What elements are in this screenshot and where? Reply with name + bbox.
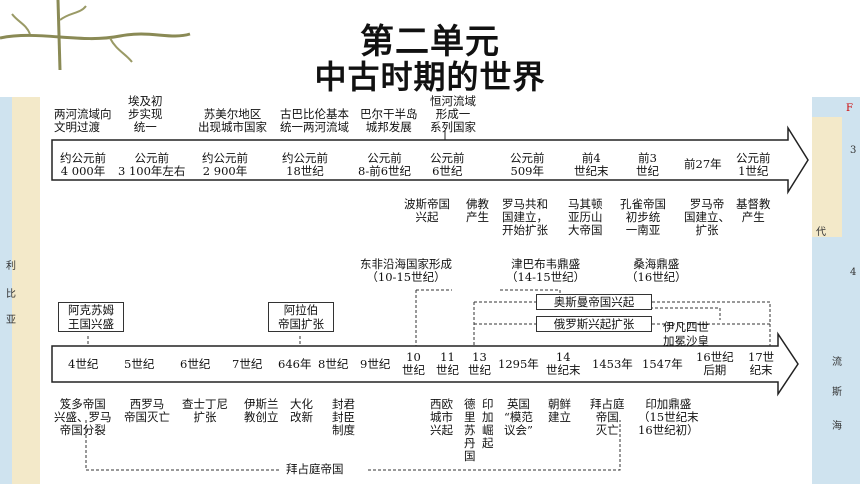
map-label: 海 [832, 421, 842, 432]
timeline1-arrow [51, 125, 809, 195]
event-label: 孔雀帝国初步统一南亚 [620, 197, 666, 237]
event-label: 封君封臣制度 [332, 397, 355, 437]
page-title: 第二单元 [360, 22, 500, 62]
map-label: 4 [850, 267, 857, 278]
timeline-tick: 5世纪 [124, 357, 155, 371]
event-label: 查士丁尼扩张 [182, 397, 228, 424]
decorative-vine-icon [0, 0, 191, 71]
timeline-tick: 16世纪后期 [696, 350, 734, 377]
event-label: 恒河流域形成一系列国家 [430, 94, 476, 134]
event-box-ottoman: 奥斯曼帝国兴起 [536, 294, 652, 310]
byzantine-span-label: 拜占庭帝国 [284, 462, 346, 476]
left-map-land [12, 97, 40, 484]
map-label: F [846, 103, 853, 114]
event-label: 伊斯兰教创立 [244, 397, 279, 424]
event-label: 英国“模范议会” [504, 397, 533, 437]
right-map-land [812, 117, 842, 237]
event-label: 大化改新 [290, 397, 313, 424]
event-label: 罗马共和国建立，开始扩张 [502, 197, 548, 237]
event-label: 巴尔干半岛城邦发展 [360, 107, 418, 134]
map-label: 亚 [6, 315, 16, 326]
event-label: 两河流域向文明过渡 [54, 107, 112, 134]
timeline-tick: 6世纪 [180, 357, 211, 371]
timeline-tick: 7世纪 [232, 357, 263, 371]
left-map-fragment: 利 比 亚 [0, 97, 40, 484]
page-subtitle: 中古时期的世界 [314, 58, 546, 96]
event-label: 苏美尔地区出现城市国家 [198, 107, 267, 134]
event-box-russia: 俄罗斯兴起扩张 [536, 316, 652, 332]
map-label: 3 [850, 145, 857, 156]
event-label: 德里苏丹国 [464, 397, 476, 463]
event-box-arab: 阿拉伯帝国扩张 [268, 302, 334, 332]
event-label: 波斯帝国兴起 [404, 197, 450, 224]
map-label: 斯 [832, 387, 842, 398]
timeline-tick: 4世纪 [68, 357, 99, 371]
map-label: 比 [6, 289, 16, 300]
event-label: 罗马帝国建立、扩张 [684, 197, 730, 237]
timeline-tick: 17世纪末 [748, 350, 775, 377]
map-label: 利 [6, 261, 16, 272]
event-label: 埃及初步实现统一 [128, 94, 163, 134]
timeline-tick: 1453年 [592, 357, 633, 371]
region-label: 津巴布韦鼎盛（14-15世纪） [506, 257, 586, 284]
map-label: 流 [832, 357, 842, 368]
timeline-tick: 1295年 [498, 357, 539, 371]
timeline-tick: 9世纪 [360, 357, 391, 371]
event-box-aksum: 阿克苏姆王国兴盛 [58, 302, 124, 332]
event-label-ivan: 伊凡四世加冕沙皇 [663, 320, 709, 348]
event-label: 基督教产生 [736, 197, 771, 224]
timeline-tick: 1547年 [642, 357, 683, 371]
event-label: 朝鲜建立 [548, 397, 571, 424]
right-map-fragment: F 3 4 代 流 斯 海 [812, 97, 860, 484]
timeline-tick: 8世纪 [318, 357, 349, 371]
timeline2-arrow [51, 331, 799, 397]
timeline-tick: 646年 [278, 357, 312, 371]
event-label: 佛教产生 [466, 197, 489, 224]
event-label: 西欧城市兴起 [430, 397, 453, 437]
region-label: 桑海鼎盛（16世纪） [626, 257, 687, 284]
event-label: 拜占庭帝国灭亡 [590, 397, 625, 437]
event-label: 印加崛起 [482, 397, 494, 450]
region-label: 东非沿海国家形成（10-15世纪） [360, 257, 452, 284]
event-label: 古巴比伦基本统一两河流域 [280, 107, 349, 134]
timeline-tick: 前27年 [684, 157, 722, 171]
map-label: 代 [816, 227, 826, 238]
event-label: 西罗马帝国灭亡 [124, 397, 170, 424]
event-label: 马其顿亚历山大帝国 [568, 197, 603, 237]
event-label: 笈多帝国兴盛、罗马帝国分裂 [54, 397, 112, 437]
